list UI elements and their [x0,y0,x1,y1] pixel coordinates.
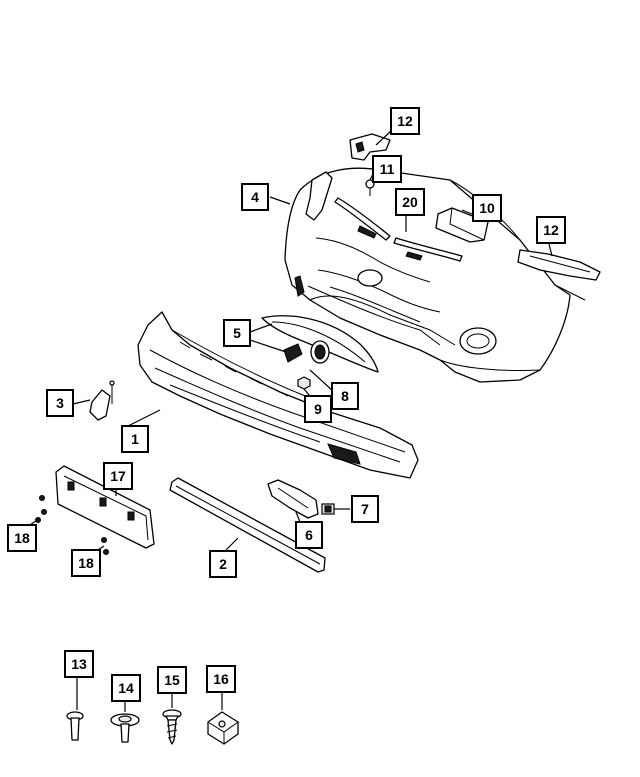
callout-label: 6 [305,527,313,543]
front-grille [261,315,379,373]
upper-trim-strips [334,197,463,262]
callout-6[interactable]: 6 [295,521,323,549]
lower-bumper-fascia [137,311,419,479]
callout-label: 12 [397,113,413,129]
callout-20[interactable]: 20 [395,188,425,216]
push-pin-14 [110,713,140,743]
callout-11[interactable]: 11 [372,155,402,183]
energy-absorber-block [435,207,489,243]
lower-trim-strip [169,477,326,573]
callout-label: 12 [543,222,559,238]
callout-label: 13 [71,656,87,672]
callout-5[interactable]: 5 [223,319,251,347]
callout-3[interactable]: 3 [46,389,74,417]
callout-label: 5 [233,325,241,341]
upper-bumper-fascia [284,167,586,383]
clip-7 [321,503,335,515]
fog-lamp-bezel [267,479,319,519]
callout-label: 8 [341,388,349,404]
callout-label: 16 [213,671,229,687]
callout-label: 1 [131,431,139,447]
callout-label: 2 [219,556,227,572]
callout-14[interactable]: 14 [111,674,141,702]
callout-label: 3 [56,395,64,411]
bumper-bracket-right [517,249,601,281]
callout-18-middle[interactable]: 18 [71,549,101,577]
callout-15[interactable]: 15 [157,666,187,694]
callout-label: 11 [380,161,395,177]
callout-12-right[interactable]: 12 [536,216,566,244]
callout-label: 4 [251,189,259,205]
callout-label: 17 [110,468,126,484]
callout-label: 14 [118,680,134,696]
callout-8[interactable]: 8 [331,382,359,410]
callout-13[interactable]: 13 [64,650,94,678]
callout-label: 15 [164,672,180,688]
callout-16[interactable]: 16 [206,665,236,693]
u-nut-16 [207,711,239,745]
rivet-13 [66,711,84,741]
callout-label: 7 [361,501,369,517]
callout-label: 9 [314,401,322,417]
callout-1[interactable]: 1 [121,425,149,453]
callout-10[interactable]: 10 [472,194,502,222]
callout-label: 10 [479,200,495,216]
callout-label: 20 [402,194,418,210]
callout-label: 18 [78,555,94,571]
lower-corner-trim [89,380,115,421]
screw-15 [162,709,182,745]
nut-9 [297,376,311,390]
callout-9[interactable]: 9 [304,395,332,423]
callout-17[interactable]: 17 [103,462,133,490]
callout-12-top[interactable]: 12 [390,107,420,135]
callout-2[interactable]: 2 [209,550,237,578]
callout-4[interactable]: 4 [241,183,269,211]
callout-18-left[interactable]: 18 [7,524,37,552]
license-plate-bracket [55,465,155,549]
callout-label: 18 [14,530,30,546]
callout-7[interactable]: 7 [351,495,379,523]
